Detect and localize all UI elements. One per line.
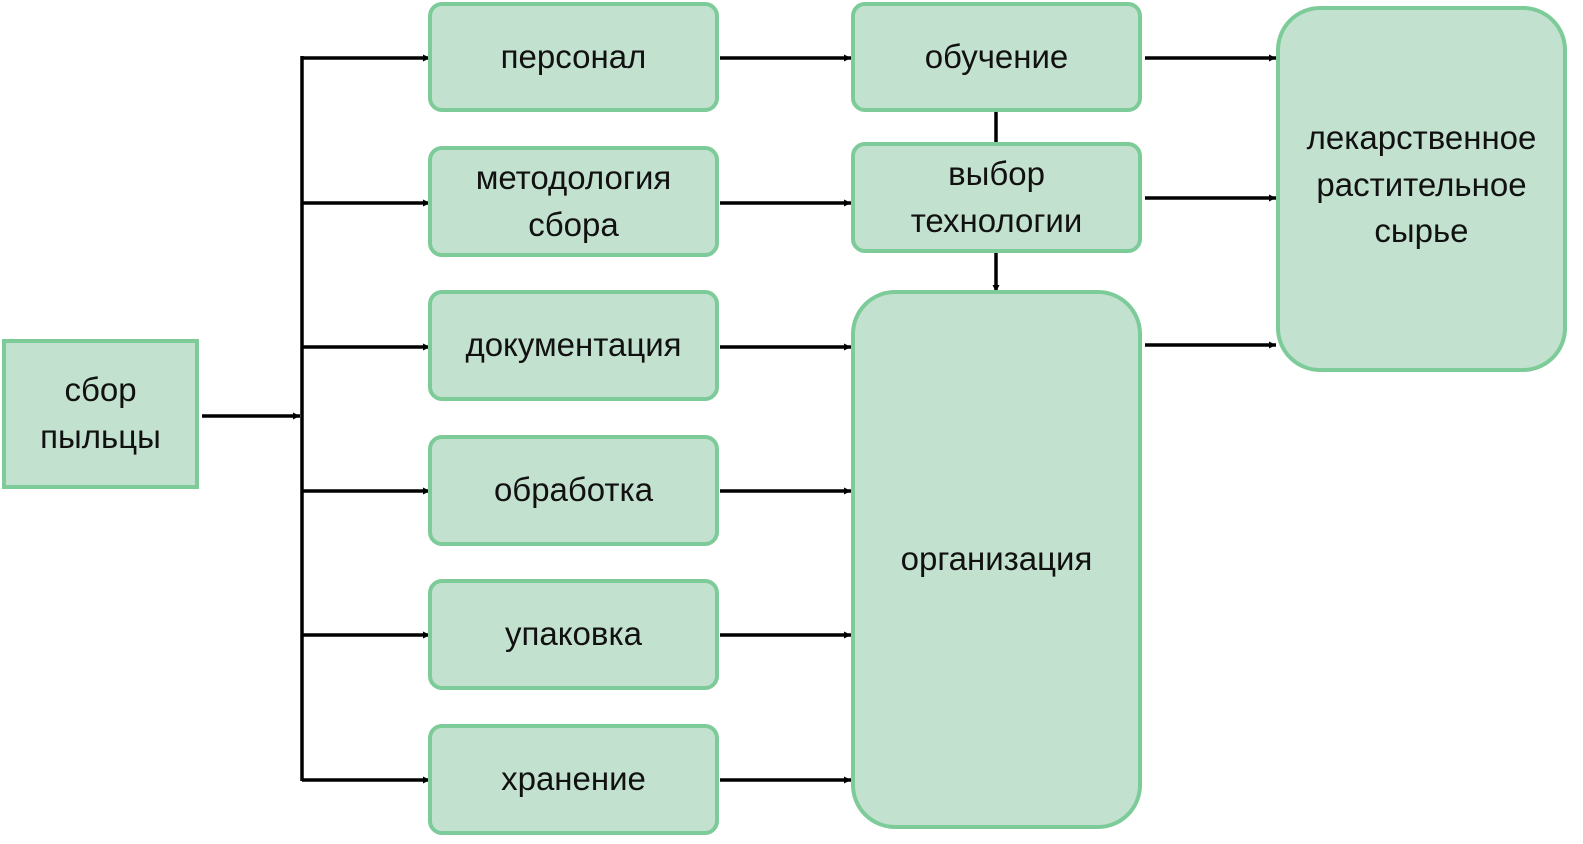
node-technology-choice: выбор технологии [851, 142, 1142, 253]
node-organization: организация [851, 290, 1142, 829]
node-training: обучение [851, 2, 1142, 112]
node-packaging: упаковка [428, 579, 719, 690]
node-processing: обработка [428, 435, 719, 546]
node-medicinal-plant-raw-material: лекарственное растительное сырье [1276, 6, 1567, 372]
node-collection-methodology: методология сбора [428, 146, 719, 257]
node-documentation: документация [428, 290, 719, 401]
node-personnel: персонал [428, 2, 719, 112]
node-pollen-collection: сбор пыльцы [2, 339, 199, 489]
node-storage: хранение [428, 724, 719, 835]
